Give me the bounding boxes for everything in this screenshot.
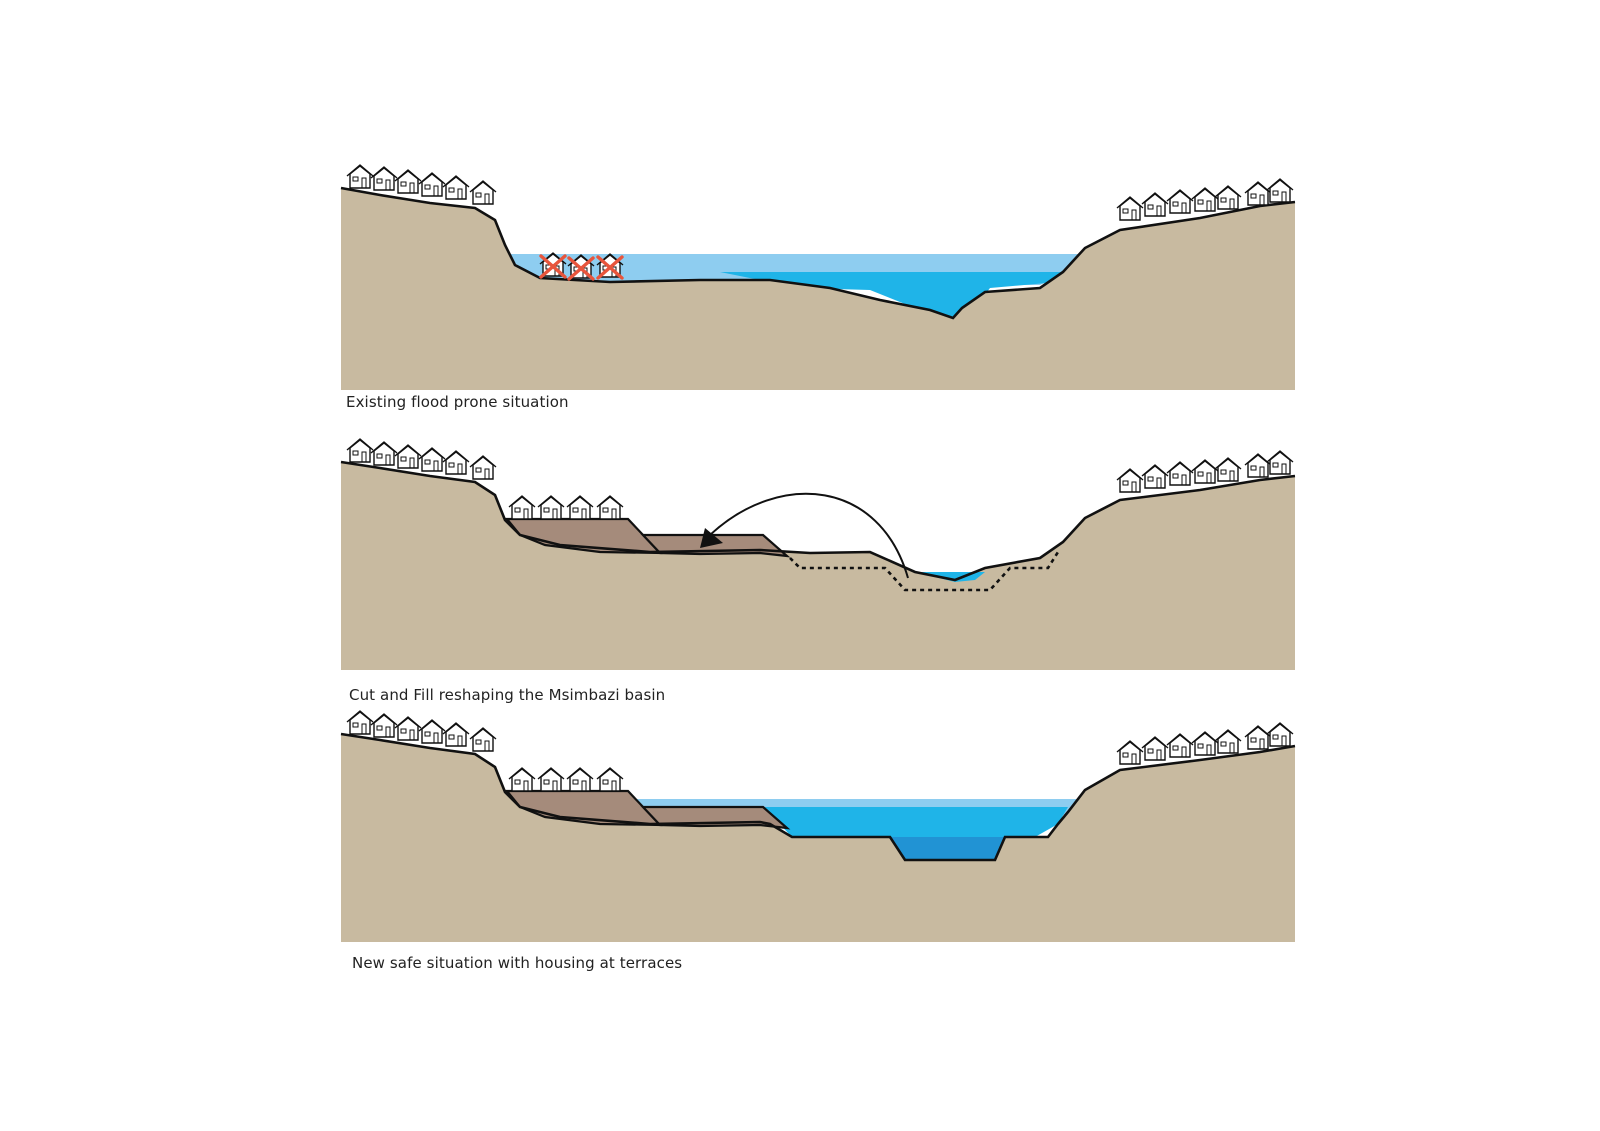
panel-new-safe: New safe situation with housing at terra… xyxy=(0,710,1600,982)
house-icon xyxy=(1166,189,1194,214)
ground-existing xyxy=(341,188,1295,390)
house-icon xyxy=(1244,453,1272,478)
house-icon xyxy=(1116,196,1144,221)
house-icon xyxy=(1141,192,1169,217)
flooded-houses xyxy=(539,252,624,281)
cut-line xyxy=(789,551,1060,592)
house-icon xyxy=(1116,740,1144,765)
house-icon xyxy=(1214,729,1242,754)
houses-terrace-new xyxy=(508,767,624,792)
houses-left-new xyxy=(346,710,497,752)
house-icon xyxy=(566,495,594,520)
house-icon xyxy=(370,713,398,738)
cross-section-new-safe xyxy=(340,710,1296,942)
caption-existing: Existing flood prone situation xyxy=(346,393,569,411)
flooded-house-icon xyxy=(567,254,595,281)
river-channel-deep xyxy=(890,837,1005,860)
houses-terrace-cut-fill xyxy=(508,495,624,520)
house-icon xyxy=(1214,457,1242,482)
house-icon xyxy=(442,722,470,747)
house-icon xyxy=(469,180,497,205)
house-icon xyxy=(1266,450,1294,475)
house-icon xyxy=(1191,731,1219,756)
house-icon xyxy=(566,767,594,792)
flooded-house-icon xyxy=(539,252,567,279)
house-icon xyxy=(469,727,497,752)
house-icon xyxy=(537,767,565,792)
house-icon xyxy=(394,169,422,194)
house-icon xyxy=(1214,185,1242,210)
house-icon xyxy=(1191,459,1219,484)
house-icon xyxy=(1141,736,1169,761)
river-water xyxy=(720,272,1068,318)
house-icon xyxy=(1166,733,1194,758)
house-icon xyxy=(418,719,446,744)
house-icon xyxy=(1244,725,1272,750)
house-icon xyxy=(1116,468,1144,493)
arrow-head xyxy=(700,528,723,548)
house-icon xyxy=(418,447,446,472)
ground-profile-new xyxy=(340,732,1296,862)
house-icon xyxy=(1191,187,1219,212)
house-icon xyxy=(370,441,398,466)
house-icon xyxy=(346,164,374,189)
house-icon xyxy=(596,495,624,520)
house-icon xyxy=(1266,178,1294,203)
house-icon xyxy=(508,495,536,520)
house-icon xyxy=(1141,464,1169,489)
house-icon xyxy=(346,438,374,463)
house-icon xyxy=(442,175,470,200)
cross-section-cut-fill xyxy=(340,438,1296,670)
flooded-house-icon xyxy=(596,253,624,280)
house-icon xyxy=(346,710,374,735)
house-icon xyxy=(442,450,470,475)
transfer-arrow xyxy=(709,492,909,579)
house-icon xyxy=(469,455,497,480)
ground-cut-fill xyxy=(341,462,1295,670)
caption-cut-and-fill: Cut and Fill reshaping the Msimbazi basi… xyxy=(349,686,666,704)
house-icon xyxy=(508,767,536,792)
house-icon xyxy=(1244,181,1272,206)
cross-section-existing xyxy=(340,164,1296,390)
house-icon xyxy=(596,767,624,792)
panel-cut-and-fill: Cut and Fill reshaping the Msimbazi basi… xyxy=(0,438,1600,710)
house-icon xyxy=(394,444,422,469)
house-icon xyxy=(1166,461,1194,486)
house-icon xyxy=(370,166,398,191)
house-icon xyxy=(537,495,565,520)
ground-profile-existing xyxy=(340,186,1296,320)
houses-left-cut-fill xyxy=(346,438,497,480)
houses-right-cut-fill xyxy=(1116,450,1294,493)
house-icon xyxy=(1266,722,1294,747)
ground-profile-cut-fill xyxy=(340,460,1296,582)
house-icon xyxy=(418,172,446,197)
houses-right-existing xyxy=(1116,178,1294,221)
house-icon xyxy=(394,716,422,741)
houses-right-new xyxy=(1116,722,1294,765)
houses-left-existing xyxy=(346,164,497,205)
caption-new-safe: New safe situation with housing at terra… xyxy=(352,954,683,972)
panel-existing: Existing flood prone situation xyxy=(0,160,1600,430)
